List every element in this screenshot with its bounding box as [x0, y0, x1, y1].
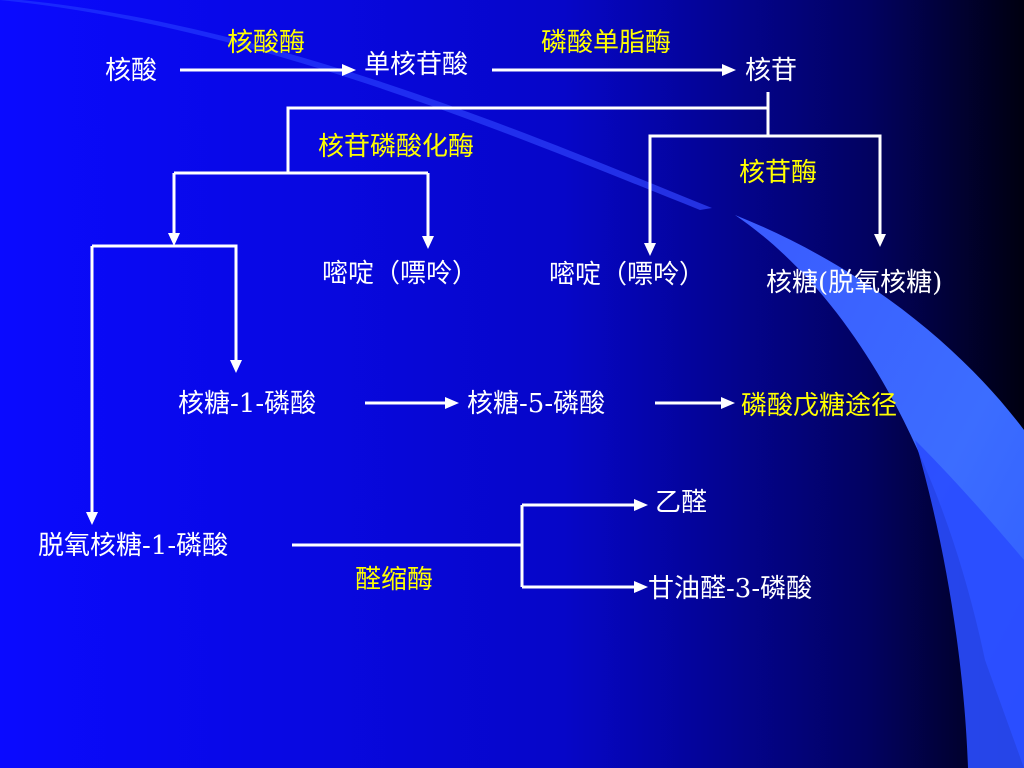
branch-ribose1p-deoxy — [92, 244, 238, 362]
pathway-pentose-phosphate: 磷酸戊糖途径 — [741, 391, 898, 421]
swoosh-lower — [915, 440, 1024, 768]
arrowhead-deoxyribose1p — [86, 512, 98, 525]
swoosh-band — [735, 215, 1024, 768]
node-ribose-1-phosphate: 核糖-1-磷酸 — [178, 389, 317, 419]
node-nucleic-acid: 核酸 — [105, 56, 158, 86]
arrowhead-ribose5p — [445, 397, 459, 409]
enzyme-phosphomonoesterase: 磷酸单脂酶 — [541, 28, 672, 58]
node-nucleoside: 核苷 — [745, 56, 798, 86]
arrowhead-ppp — [721, 397, 735, 409]
node-base-left: 嘧啶（嘌呤） — [322, 259, 479, 289]
node-nucleotide: 单核苷酸 — [364, 50, 469, 80]
arrowhead-nucleoside — [722, 64, 736, 76]
arrowhead-nucleotide — [342, 64, 356, 76]
arrowhead-ribose — [874, 234, 886, 247]
arrowhead-ribose1p-stem — [168, 233, 180, 246]
node-glyceraldehyde-3-phosphate: 甘油醛-3-磷酸 — [648, 574, 813, 604]
arrowhead-base-right — [644, 243, 656, 256]
arrow-to-ribose — [768, 134, 882, 238]
enzyme-nucleoside-phosphorylase: 核苷磷酸化酶 — [318, 132, 475, 162]
arrowhead-base-left — [422, 236, 434, 249]
arrowhead-glyceraldehyde — [634, 581, 648, 593]
node-deoxyribose-1-phosphate: 脱氧核糖-1-磷酸 — [38, 531, 229, 561]
arrowhead-ribose1p — [230, 360, 242, 373]
branch-nucleoside-stem — [286, 92, 770, 173]
node-base-right: 嘧啶（嘌呤） — [549, 260, 706, 290]
node-acetaldehyde: 乙醛 — [655, 488, 708, 518]
arrowhead-acetaldehyde — [634, 499, 648, 511]
node-ribose-5-phosphate: 核糖-5-磷酸 — [467, 389, 606, 419]
enzyme-nucleosidase: 核苷酶 — [739, 158, 818, 188]
enzyme-aldolase: 醛缩酶 — [355, 565, 434, 595]
enzyme-nuclease: 核酸酶 — [227, 28, 306, 58]
branch-aldolase — [292, 505, 524, 587]
node-ribose: 核糖(脱氧核糖) — [766, 268, 943, 298]
branch-nucleosidase — [648, 108, 770, 246]
